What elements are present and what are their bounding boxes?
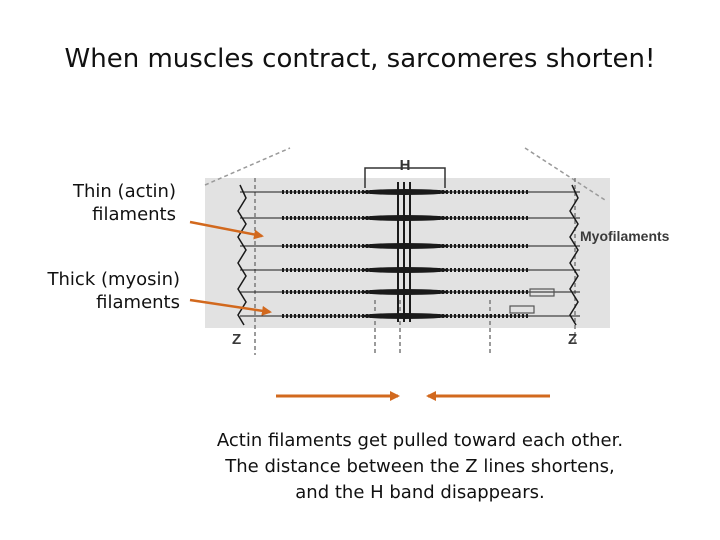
h-band-bracket [364,167,446,188]
myofilaments-label: Myofilaments [580,228,670,244]
thin-filament-label: Thin (actin) filaments [20,180,176,226]
z-label-right: Z [568,331,577,348]
thin-filament-label-line-1: Thin (actin) [73,181,176,202]
z-label-left: Z [232,331,241,348]
z-disc-right [569,184,579,326]
detail-box-upper [529,288,555,297]
caption-line-2: The distance between the Z lines shorten… [225,456,615,477]
perspective-line-right [524,147,606,201]
thin-filament-label-line-2: filaments [92,204,176,225]
thin-filament-pointer-arrow [189,220,264,240]
slide-title: When muscles contract, sarcomeres shorte… [64,44,656,74]
thick-filament-label-line-2: filaments [96,292,180,313]
caption: Actin filaments get pulled toward each o… [170,428,670,506]
m-line [397,182,411,322]
z-disc-left [237,184,247,326]
detail-box-lower [509,305,535,314]
caption-line-1: Actin filaments get pulled toward each o… [216,430,624,451]
caption-line-3: and the H band disappears. [295,482,545,503]
h-band-label: H [400,157,411,174]
thick-filament-label-line-1: Thick (myosin) [47,269,180,290]
perspective-line-left [204,147,291,186]
thick-filament-label: Thick (myosin) filaments [20,268,180,314]
sarcomere-panel [205,178,610,328]
thick-filament-pointer-arrow [189,298,272,316]
